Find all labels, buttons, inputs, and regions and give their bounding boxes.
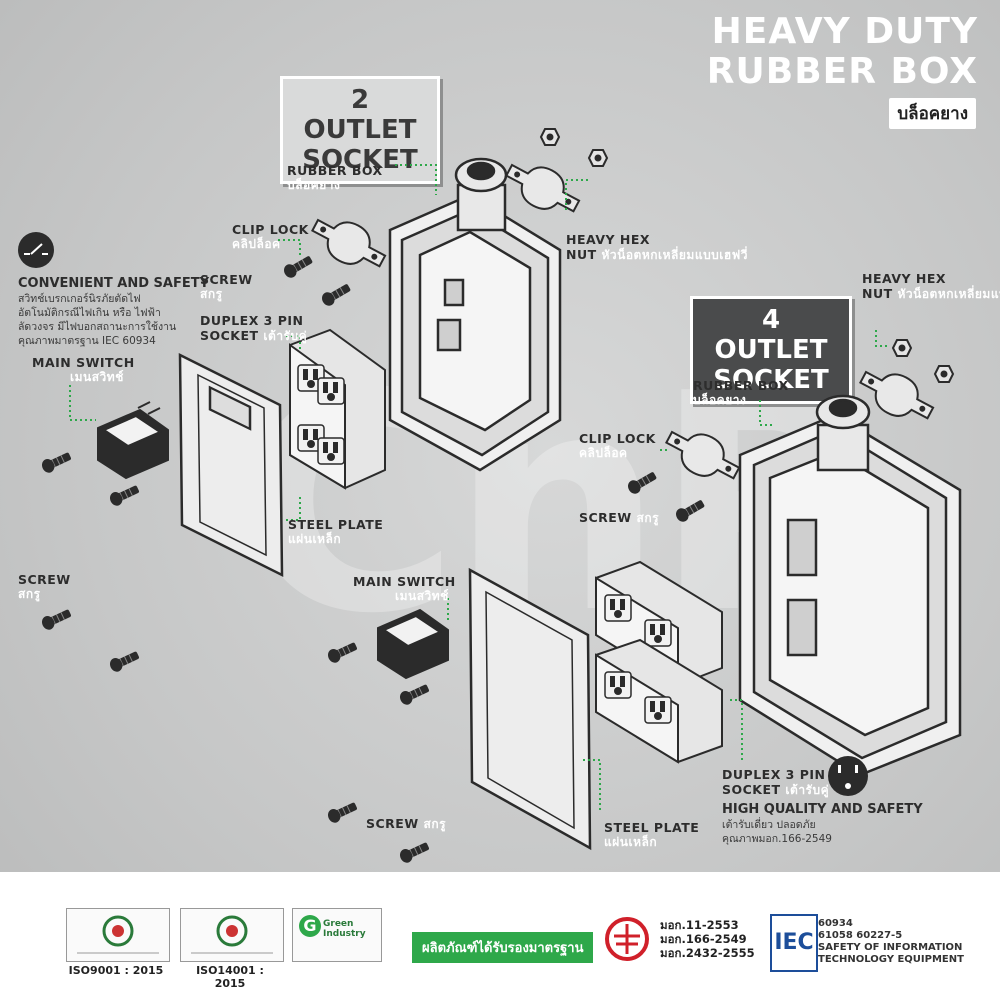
leader-lines — [69, 164, 890, 810]
convenient-heading: CONVENIENT AND SAFETY — [18, 276, 210, 291]
green-industry-text: Green Industry — [323, 919, 366, 939]
steel-plate-4 — [468, 567, 592, 851]
title-line-2: RUBBER BOX — [706, 51, 978, 92]
quality-heading: HIGH QUALITY AND SAFETY — [722, 802, 923, 817]
iso14001-caption: ISO14001 : 2015 — [196, 964, 264, 990]
convenient-line-2: อัตโนมัติกรณีไฟเกิน หรือ ไฟฟ้า — [18, 307, 161, 319]
four-outlet-title-line2: SOCKET — [713, 365, 829, 395]
page-title: HEAVY DUTY RUBBER BOX — [707, 12, 978, 92]
duplex-socket-2 — [289, 328, 386, 490]
four-outlet-title: 4 OUTLET SOCKET — [690, 296, 852, 404]
iso9001-seal-icon — [77, 915, 159, 954]
switch-symbol-icon — [18, 232, 54, 268]
label-hex-nut-2: HEAVY HEX NUT หัวน็อตหกเหลี่ยมแบบเฮฟวี่ — [566, 232, 748, 262]
iso9001-caption: ISO9001 : 2015 — [68, 964, 164, 977]
iso14001-badge — [180, 908, 284, 962]
title-thai-badge: บล็อคยาง — [889, 98, 976, 129]
certification-footer: ISO9001 : 2015 ISO14001 : 2015 G Green I… — [0, 872, 1000, 1000]
convenient-safety-block: CONVENIENT AND SAFETY สวิทช์เบรกเกอร์นิร… — [18, 276, 209, 348]
two-outlet-title: 2 OUTLET SOCKET — [280, 76, 440, 184]
convenient-line-1: สวิทช์เบรกเกอร์นิรภัยตัดไฟ — [18, 293, 141, 305]
convenient-line-3: ลัดวงจร มีไฟบอกสถานะการใช้งาน — [18, 321, 177, 333]
main-switch-2 — [97, 401, 169, 480]
quality-line-2: คุณภาพมอก.166-2549 — [722, 833, 832, 845]
exploded-diagram — [18, 128, 962, 866]
quality-safety-block: HIGH QUALITY AND SAFETY เต้ารับเดี่ยว ปล… — [722, 802, 923, 846]
duplex-socket-4 — [595, 560, 723, 764]
label-screw-4: SCREW สกรู — [579, 510, 660, 525]
title-line-1: HEAVY DUTY — [711, 11, 978, 52]
two-outlet-title-line1: 2 OUTLET — [303, 85, 417, 145]
certified-banner: ผลิตภัณฑ์ได้รับรองมาตรฐาน — [412, 932, 594, 963]
label-duplex-socket-4: DUPLEX 3 PIN SOCKET เต้ารับคู่ — [722, 767, 830, 797]
iso14001-seal-icon — [191, 915, 273, 954]
green-industry-badge: G Green Industry — [292, 908, 382, 962]
rubber-box-2 — [388, 157, 562, 472]
iso9001-badge — [66, 908, 170, 962]
iec-logo: IEC — [770, 914, 818, 972]
steel-plate-2 — [178, 352, 284, 578]
four-outlet-title-line1: 4 OUTLET — [714, 305, 828, 365]
green-industry-icon: G — [299, 915, 321, 937]
tis-mark-icon — [605, 917, 649, 961]
convenient-line-4: คุณภาพมาตรฐาน IEC 60934 — [18, 335, 156, 347]
label-hex-nut-4: HEAVY HEX NUT หัวน็อตหกเหลี่ยมแบบเฮฟวี่ — [862, 271, 1000, 301]
outlet-symbol-icon — [828, 756, 868, 796]
label-screw-bottom: SCREW สกรู — [366, 816, 447, 831]
rubber-box-4 — [738, 394, 962, 777]
two-outlet-title-line2: SOCKET — [302, 145, 418, 175]
main-switch-4 — [377, 608, 449, 680]
quality-line-1: เต้ารับเดี่ยว ปลอดภัย — [722, 819, 816, 831]
label-duplex-socket-2: DUPLEX 3 PIN SOCKET เต้ารับคู่ — [200, 313, 308, 343]
